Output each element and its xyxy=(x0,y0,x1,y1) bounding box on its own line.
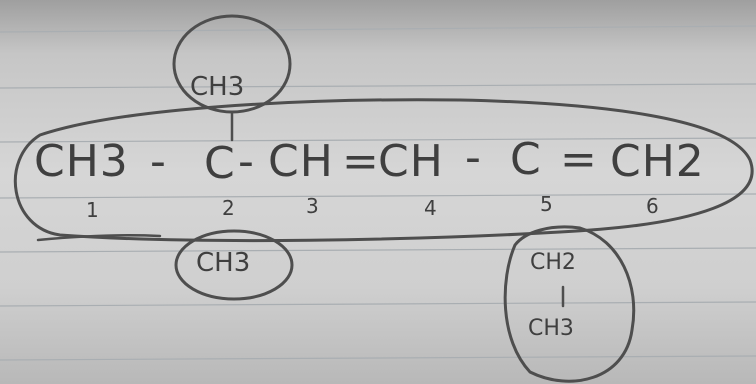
bond-4-5: - xyxy=(465,132,482,183)
carbon-number-5: 5 xyxy=(540,192,553,216)
ethyl-substituent-oval xyxy=(503,225,636,383)
main-chain-group-1: CH3 xyxy=(34,136,129,187)
main-chain-group-5: C xyxy=(510,134,542,185)
top-substituent-label: CH3 xyxy=(190,72,245,102)
bond-3-4: = xyxy=(342,136,380,187)
bond-5-6: = xyxy=(560,134,598,185)
underline-stroke xyxy=(36,233,162,242)
bond-1-2: - xyxy=(150,136,167,187)
bottom-substituent-label: CH3 xyxy=(196,248,251,278)
ethyl-ch2-label: CH2 xyxy=(530,250,576,275)
main-chain-group-2: C xyxy=(204,138,236,189)
main-chain-group-6: CH2 xyxy=(610,136,705,187)
main-chain-group-4: CH xyxy=(378,136,444,187)
carbon-number-1: 1 xyxy=(86,198,99,222)
carbon-number-4: 4 xyxy=(424,196,437,220)
carbon-number-6: 6 xyxy=(646,194,659,218)
carbon-number-3: 3 xyxy=(306,194,319,218)
bottom-substituent-circle xyxy=(174,229,294,301)
bond-2-3: - xyxy=(238,136,255,187)
ethyl-ch3-label: CH3 xyxy=(528,316,574,341)
carbon-number-2: 2 xyxy=(222,196,235,220)
top-substituent-circle xyxy=(172,14,292,114)
main-chain-group-3: CH xyxy=(268,136,334,187)
